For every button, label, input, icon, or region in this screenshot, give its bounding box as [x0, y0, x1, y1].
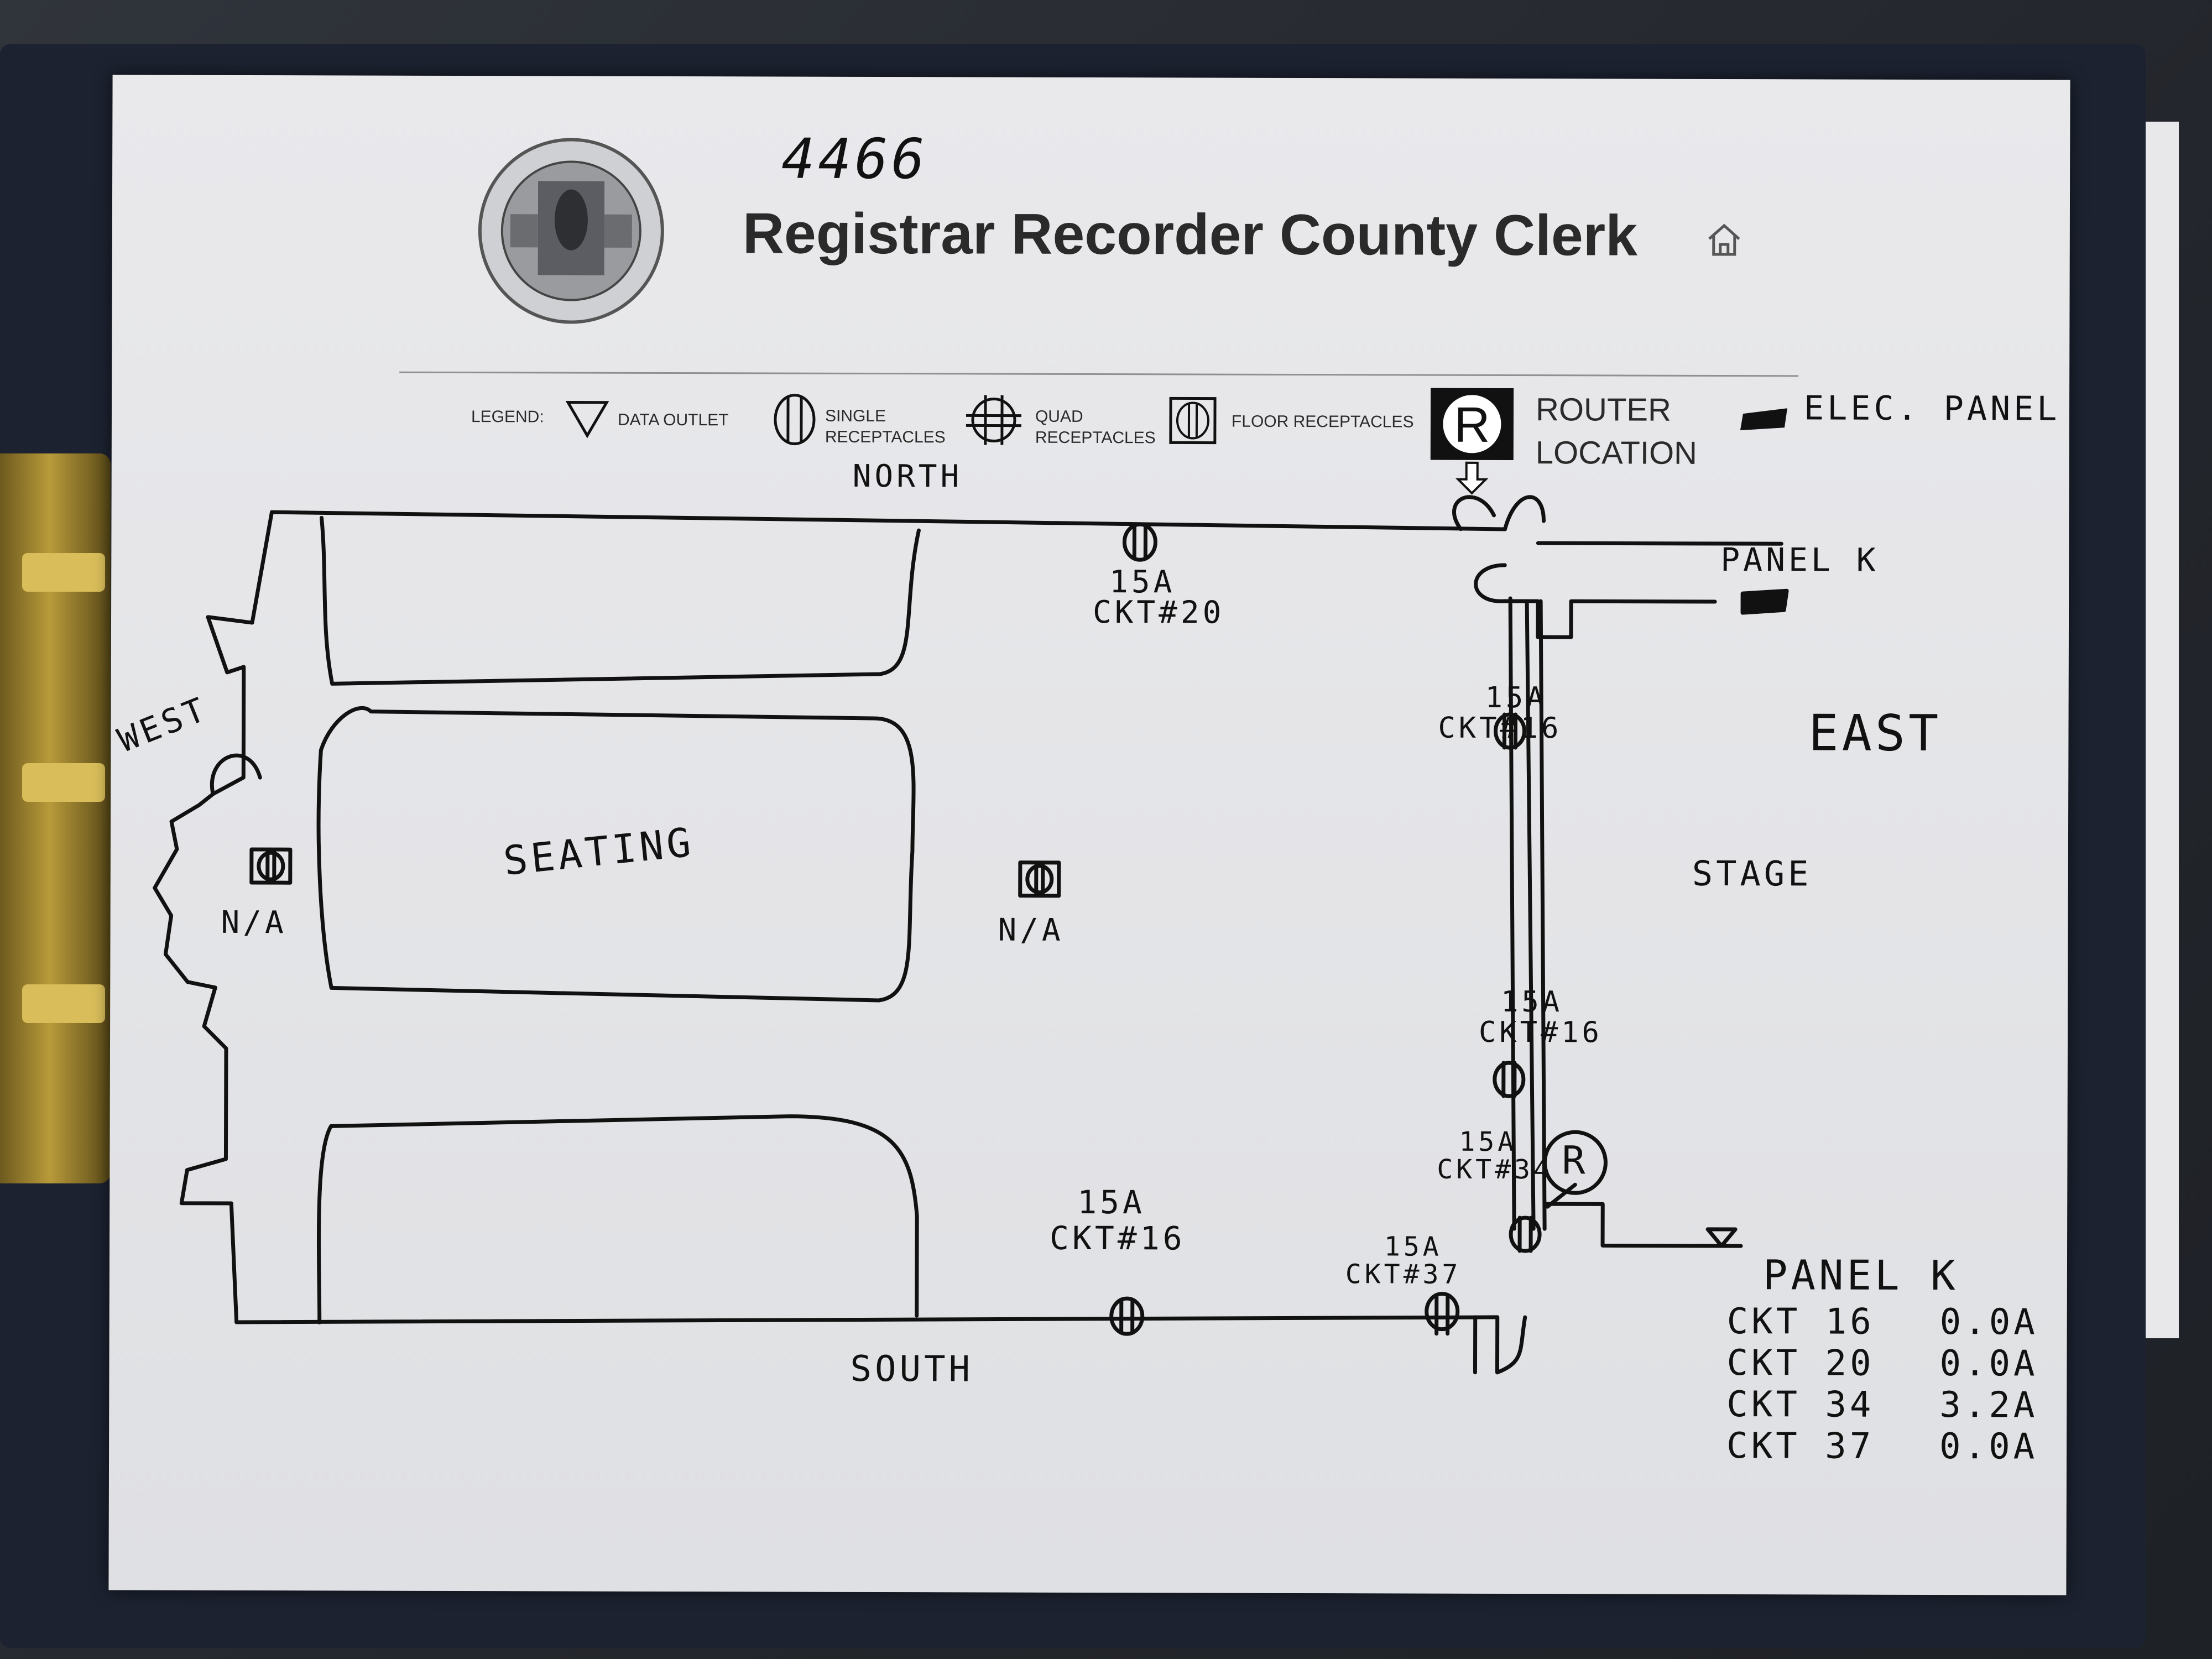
home-icon — [1705, 220, 1744, 259]
west-wall — [153, 510, 274, 1324]
router-marker-circle — [1542, 1130, 1608, 1195]
receptacle-circuit-label: CKT#20 — [1092, 594, 1225, 631]
clip-ring — [22, 984, 105, 1023]
panel-k-label: PANEL K — [1720, 540, 1879, 579]
seating-row-north — [319, 515, 921, 686]
panel-row-circuit: CKT 34 — [1726, 1384, 1875, 1426]
seating-row-south — [316, 1114, 919, 1324]
floor-plan-drawing — [153, 495, 1789, 1375]
panel-row-circuit: CKT 16 — [1726, 1301, 1875, 1343]
panel-row-circuit: CKT 20 — [1726, 1343, 1875, 1384]
floor-plan-sheet: 4466 Registrar Recorder County Clerk LEG… — [108, 75, 2070, 1595]
seating-row-middle — [316, 706, 916, 1003]
router-marker-label: R — [1562, 1138, 1589, 1183]
west-door — [210, 753, 262, 796]
stage-edge-inner-2 — [1538, 599, 1547, 1231]
floor-receptacle-center — [1018, 860, 1061, 898]
receptacle-amp-label: 15A — [1501, 985, 1563, 1019]
stage-label: STAGE — [1692, 853, 1812, 894]
panel-k-table-title: PANEL K — [1762, 1251, 1959, 1300]
north-east-door — [1452, 495, 1546, 531]
router-link — [1542, 1202, 1743, 1248]
floor-receptacle-label: N/A — [221, 904, 287, 941]
clip-ring — [22, 763, 105, 802]
stage-edge-inner-1 — [1525, 599, 1536, 1231]
panel-row-amps: 3.2A — [1939, 1385, 2038, 1426]
county-seal — [477, 137, 665, 325]
floor-receptacle-label: N/A — [998, 912, 1064, 948]
receptacle-ckt37-symbol — [1425, 1292, 1460, 1336]
receptacle-circuit-label: CKT#37 — [1345, 1259, 1462, 1290]
east-label: EAST — [1808, 704, 1942, 763]
receptacle-amp-label: 15A — [1384, 1231, 1442, 1262]
panel-row-amps: 0.0A — [1939, 1302, 2038, 1343]
receptacle-circuit-label: CKT#16 — [1050, 1219, 1186, 1258]
south-east-door — [1473, 1315, 1527, 1375]
clip-ring — [22, 553, 105, 592]
receptacle-circuit-label: CKT#16 — [1478, 1015, 1603, 1050]
panel-row-amps: 0.0A — [1939, 1426, 2038, 1468]
svg-text:R: R — [1454, 398, 1490, 453]
receptacle-ckt20-symbol — [1122, 522, 1157, 562]
receptacle-circuit-label: CKT#34 — [1437, 1154, 1553, 1186]
back-sheet — [2146, 122, 2179, 1338]
receptacle-amp-label: 15A — [1485, 681, 1547, 715]
receptacle-ckt16-east-upper — [1493, 712, 1526, 750]
ckt34-pointer — [1545, 1182, 1577, 1209]
receptacle-amp-label: 15A — [1077, 1183, 1146, 1222]
binder-clip — [0, 453, 111, 1183]
receptacle-ckt16-east-lower — [1493, 1061, 1526, 1098]
south-label: SOUTH — [850, 1348, 974, 1390]
panel-k-mark — [1740, 588, 1789, 615]
north-label: NORTH — [852, 458, 963, 495]
data-outlet-mark — [1705, 1227, 1738, 1248]
panel-row-amps: 0.0A — [1939, 1343, 2038, 1385]
panel-k-room — [1474, 541, 1783, 639]
north-wall — [270, 510, 1507, 531]
stage-edge-outer — [1508, 596, 1516, 1231]
receptacle-ckt16-south-symbol — [1109, 1296, 1145, 1336]
receptacle-ckt34-symbol — [1509, 1215, 1542, 1253]
south-wall — [234, 1315, 1500, 1324]
receptacle-amp-label: 15A — [1459, 1126, 1517, 1158]
panel-row-circuit: CKT 37 — [1726, 1426, 1875, 1467]
receptacle-circuit-label: CKT#16 — [1438, 711, 1562, 745]
floor-receptacle-west — [249, 847, 293, 885]
